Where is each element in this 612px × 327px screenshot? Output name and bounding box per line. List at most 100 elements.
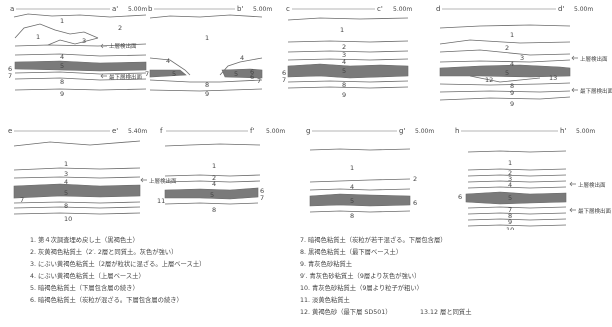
layer-label-8: 8 — [350, 212, 354, 220]
section-label-right: h' — [560, 127, 566, 135]
layer-boundary — [287, 86, 409, 89]
legend-item-3: 3. にぶい黄褐色粘質土（2層が粒状に混ざる。上層ベース土） — [30, 261, 206, 268]
layer-label-9: 9 — [342, 91, 346, 99]
layer-boundary — [164, 174, 261, 177]
section-label-left: c — [286, 5, 290, 13]
layer-boundary — [309, 148, 411, 151]
layer-label-1: 1 — [64, 160, 68, 168]
layer-label-1: 1 — [60, 17, 64, 25]
dark-layer-band — [221, 68, 263, 79]
layer-boundary — [467, 168, 567, 171]
dark-layer-band — [287, 63, 409, 79]
layer-label-5: 5 — [350, 197, 354, 205]
annotation-upper-surface: 上層検出面 — [578, 181, 606, 189]
elevation-label: 5.00m — [393, 6, 412, 13]
layer-label-4: 4 — [60, 53, 64, 61]
layer-boundary — [439, 96, 571, 101]
legend: 1. 第４次調査埋め戻し土（黒褐色土） 2. 灰黄褐色粘質土（2′. 2層と同質… — [0, 230, 612, 327]
legend-item-4: 4. にぶい黄褐色粘質土（上層ベース土） — [30, 273, 145, 280]
layer-label-6: 6 — [282, 69, 286, 77]
layer-boundary — [309, 178, 411, 183]
layer-label-7: 7 — [145, 70, 149, 78]
layer-boundary — [287, 58, 409, 61]
layer-label-2: 2 — [118, 24, 122, 32]
layer-boundary — [309, 188, 411, 191]
layer-boundary — [439, 82, 571, 86]
elevation-label: 5.00m — [574, 6, 593, 13]
layer-label-4: 4 — [240, 54, 244, 62]
layer-label-8: 8 — [205, 81, 209, 89]
elevation-label: 5.00m — [415, 128, 434, 135]
layer-boundary — [14, 53, 147, 57]
layer-boundary — [14, 23, 99, 39]
legend-item-13: 13.12 層と同質土 — [420, 309, 472, 316]
dark-layer-band — [14, 60, 147, 72]
layer-boundary — [13, 140, 141, 147]
dark-layer-band — [149, 69, 187, 78]
elevation-label: 5.00m — [253, 6, 272, 13]
elevation-label: 5.00m — [128, 6, 147, 13]
arrow-icon — [100, 73, 107, 79]
layer-label-6: 6 — [413, 199, 417, 207]
legend-item-11: 11. 淡黄色粘質土 — [300, 297, 350, 304]
layer-label-9: 9 — [510, 89, 514, 97]
layer-label-8: 8 — [342, 81, 346, 89]
annotation-upper-surface: 上層検出面 — [580, 55, 608, 63]
legend-item-9b: 9′. 青灰色砂粘質土（9層より灰色が強い） — [300, 273, 421, 280]
layer-label-5: 5 — [210, 191, 214, 199]
layer-boundary — [287, 40, 409, 43]
layer-label-3: 3 — [508, 175, 512, 183]
layer-boundary — [13, 176, 141, 179]
layer-label-1: 1 — [212, 162, 216, 170]
layer-boundary — [439, 24, 571, 29]
arrow-icon — [140, 177, 147, 183]
arrow-icon — [571, 55, 578, 61]
layer-label-3: 3 — [64, 170, 68, 178]
layer-boundary — [467, 218, 567, 221]
layer-label-2: 2 — [212, 174, 216, 182]
layer-boundary — [164, 143, 261, 147]
legend-item-5: 5. 暗褐色粘質土（下層包含層の続き） — [30, 285, 139, 292]
elevation-label: 5.00m — [576, 128, 595, 135]
layer-label-5: 5 — [64, 189, 68, 197]
layer-label-11: 11 — [157, 197, 165, 205]
layer-boundary — [13, 13, 147, 18]
layer-label-8: 8 — [508, 212, 512, 220]
section-label-right: a' — [112, 5, 118, 13]
layer-boundary — [14, 88, 147, 91]
dark-layer-band — [465, 191, 567, 205]
elevation-label: 5.40m — [128, 128, 147, 135]
arrow-icon — [569, 181, 576, 187]
section-label-left: d — [436, 5, 440, 13]
layer-label-4: 4 — [510, 60, 514, 68]
section-label-left: g — [306, 127, 310, 135]
layer-label-1: 1 — [205, 34, 209, 42]
layer-label-10: 10 — [506, 226, 514, 230]
layer-boundary — [439, 39, 571, 45]
layer-label-2: 2 — [505, 44, 509, 52]
layer-label-1: 1 — [350, 164, 354, 172]
legend-item-1: 1. 第４次調査埋め戻し土（黒褐色土） — [30, 237, 139, 244]
layer-label-6: 6 — [260, 187, 264, 195]
layer-label-1: 1 — [36, 33, 40, 41]
layer-label-9: 9 — [60, 90, 64, 98]
layer-boundary — [467, 224, 567, 227]
section-label-left: e — [8, 127, 12, 135]
layer-boundary — [439, 49, 571, 56]
layer-boundary — [149, 79, 263, 83]
layer-label-3: 3 — [82, 37, 86, 45]
section-label-right: c' — [377, 5, 383, 13]
layer-label-9: 9 — [510, 100, 514, 108]
legend-item-2: 2. 灰黄褐色粘質土（2′. 2層と同質土。灰色が強い） — [30, 249, 178, 256]
layer-label-7: 7 — [282, 76, 286, 84]
layer-label-4: 4 — [508, 181, 512, 189]
arrow-icon — [571, 87, 578, 93]
layer-label-8: 8 — [510, 82, 514, 90]
layer-boundary — [287, 80, 409, 83]
layer-boundary — [13, 212, 141, 215]
legend-item-6: 6. 暗褐色粘質土（炭粒が混ざる。下層包含層の続き） — [30, 297, 183, 304]
